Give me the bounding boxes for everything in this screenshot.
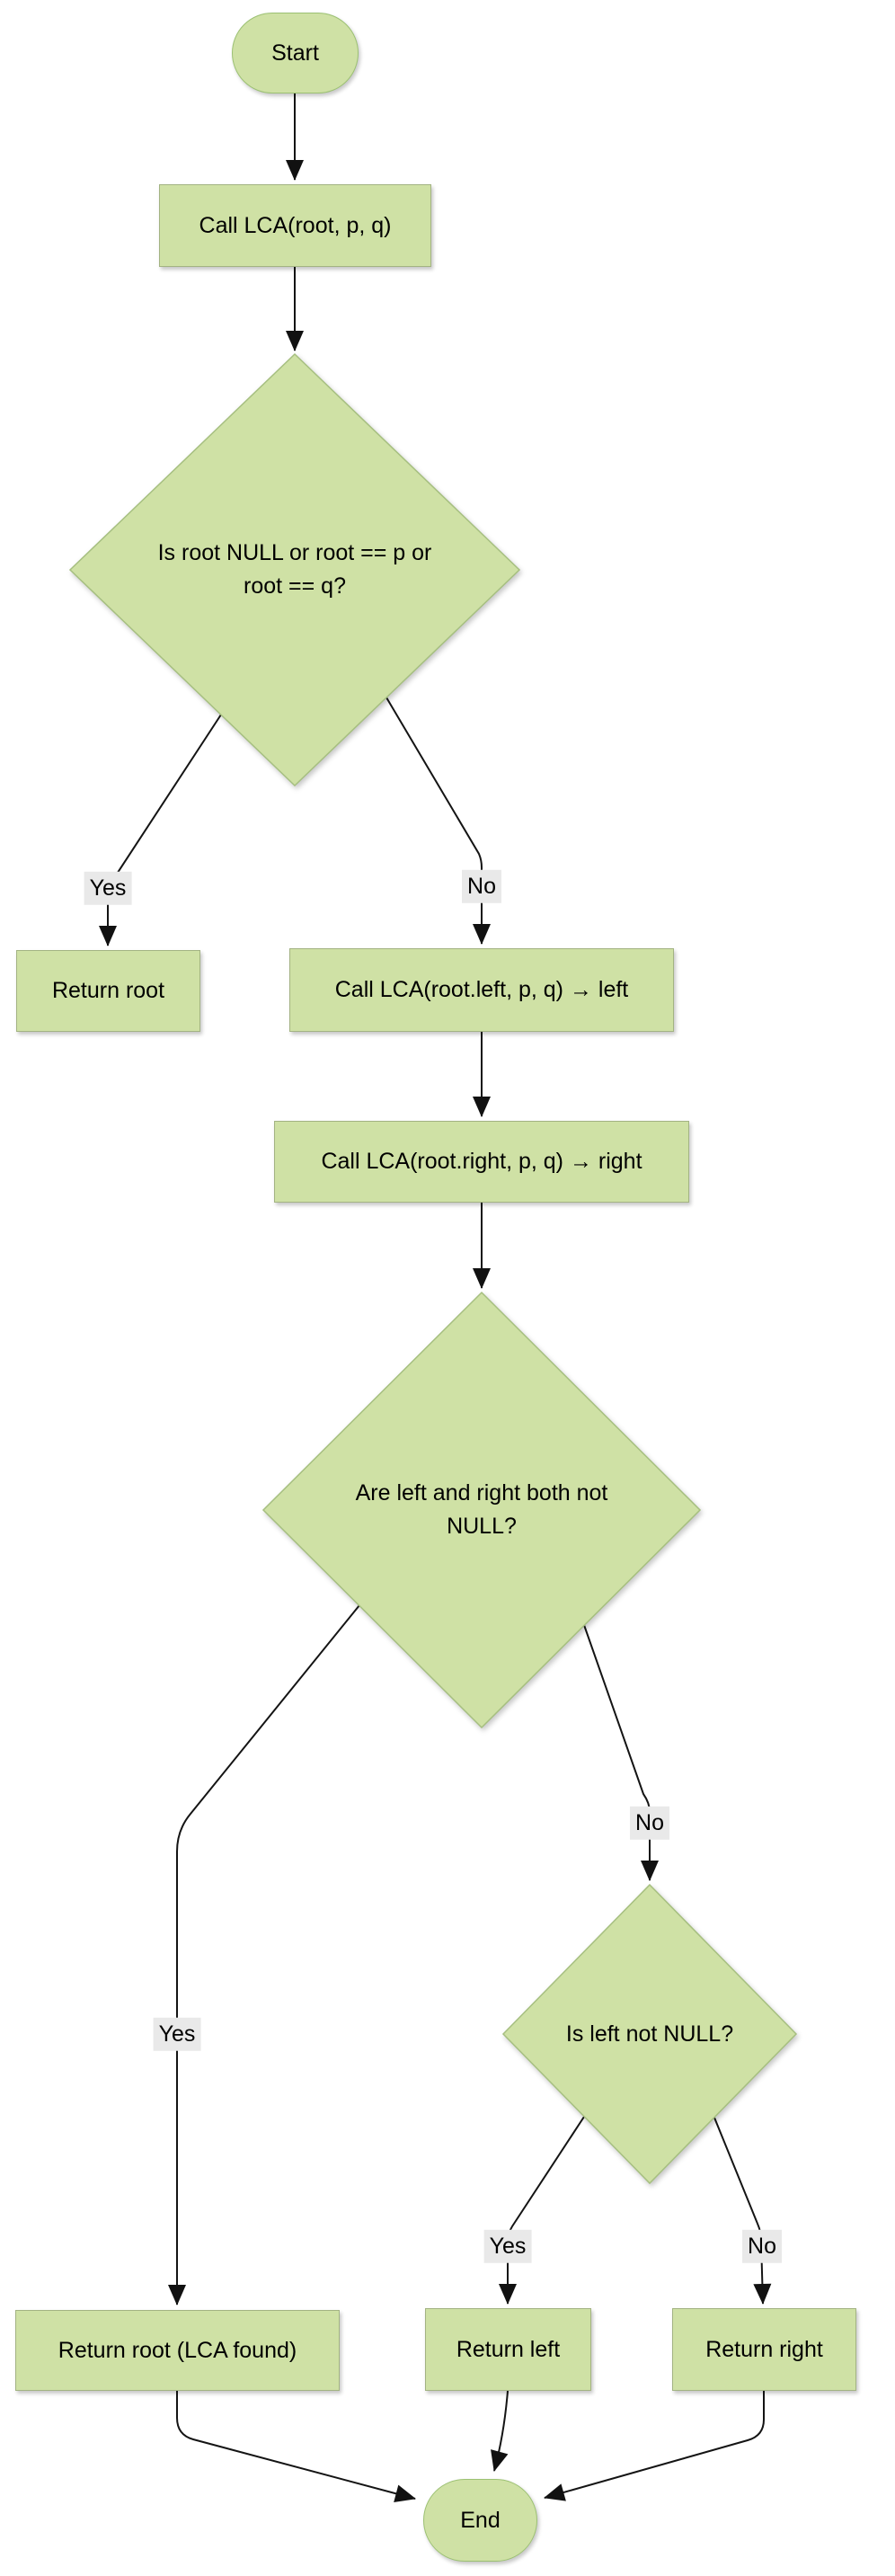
node-return-root-label: Return root — [51, 978, 165, 1004]
node-return-right-label: Return right — [705, 2336, 823, 2362]
edge-left-yes — [499, 2116, 585, 2305]
node-return-root: Return root — [16, 950, 200, 1032]
edge-both-no — [583, 1624, 659, 1881]
decision-left-not-null-diamond — [501, 1883, 798, 2185]
edge-both-yes — [168, 1604, 360, 2305]
decision-is-root-null-diamond — [68, 352, 521, 787]
edge-label-left-no: No — [742, 2229, 782, 2263]
edge-label-both-no: No — [630, 1806, 669, 1840]
edge-return-right-to-end — [544, 2391, 765, 2501]
node-call-lca-right: Call LCA(root.right, p, q) → right — [274, 1121, 689, 1203]
node-both-not-null-text: Are left and right both not NULL? — [355, 1480, 608, 1539]
edge-check-no — [385, 697, 491, 945]
edge-label-left-yes: Yes — [483, 2229, 532, 2263]
edge-found-to-end — [176, 2391, 416, 2502]
edge-label-both-yes: Yes — [153, 2017, 201, 2051]
edge-label-check-yes: Yes — [84, 871, 132, 905]
node-call-lca-left: Call LCA(root.left, p, q) → left — [289, 948, 674, 1032]
node-call-lca-left-label: Call LCA(root.left, p, q) → left — [334, 977, 629, 1003]
edge-return-left-to-end — [491, 2390, 509, 2472]
node-left-not-null-text: Is left not NULL? — [565, 2021, 734, 2047]
node-end-label: End — [460, 2507, 501, 2533]
edge-check-yes — [99, 714, 222, 946]
node-end: End — [423, 2479, 537, 2562]
edge-label-check-no: No — [462, 869, 501, 903]
edge-left-no — [713, 2117, 772, 2305]
node-start: Start — [232, 13, 359, 93]
node-return-left: Return left — [425, 2308, 591, 2391]
node-call-lca-right-label: Call LCA(root.right, p, q) → right — [321, 1149, 642, 1175]
node-call-lca: Call LCA(root, p, q) — [159, 184, 431, 267]
node-is-root-null-text: Is root NULL or root == p or root == q? — [157, 540, 432, 599]
node-call-lca-label: Call LCA(root, p, q) — [199, 212, 392, 238]
node-return-root-found-label: Return root (LCA found) — [58, 2337, 297, 2363]
decision-both-not-null-diamond — [261, 1291, 702, 1729]
node-return-left-label: Return left — [456, 2336, 561, 2362]
node-return-right: Return right — [672, 2308, 856, 2391]
node-start-label: Start — [271, 40, 319, 66]
node-return-root-found: Return root (LCA found) — [15, 2310, 340, 2391]
